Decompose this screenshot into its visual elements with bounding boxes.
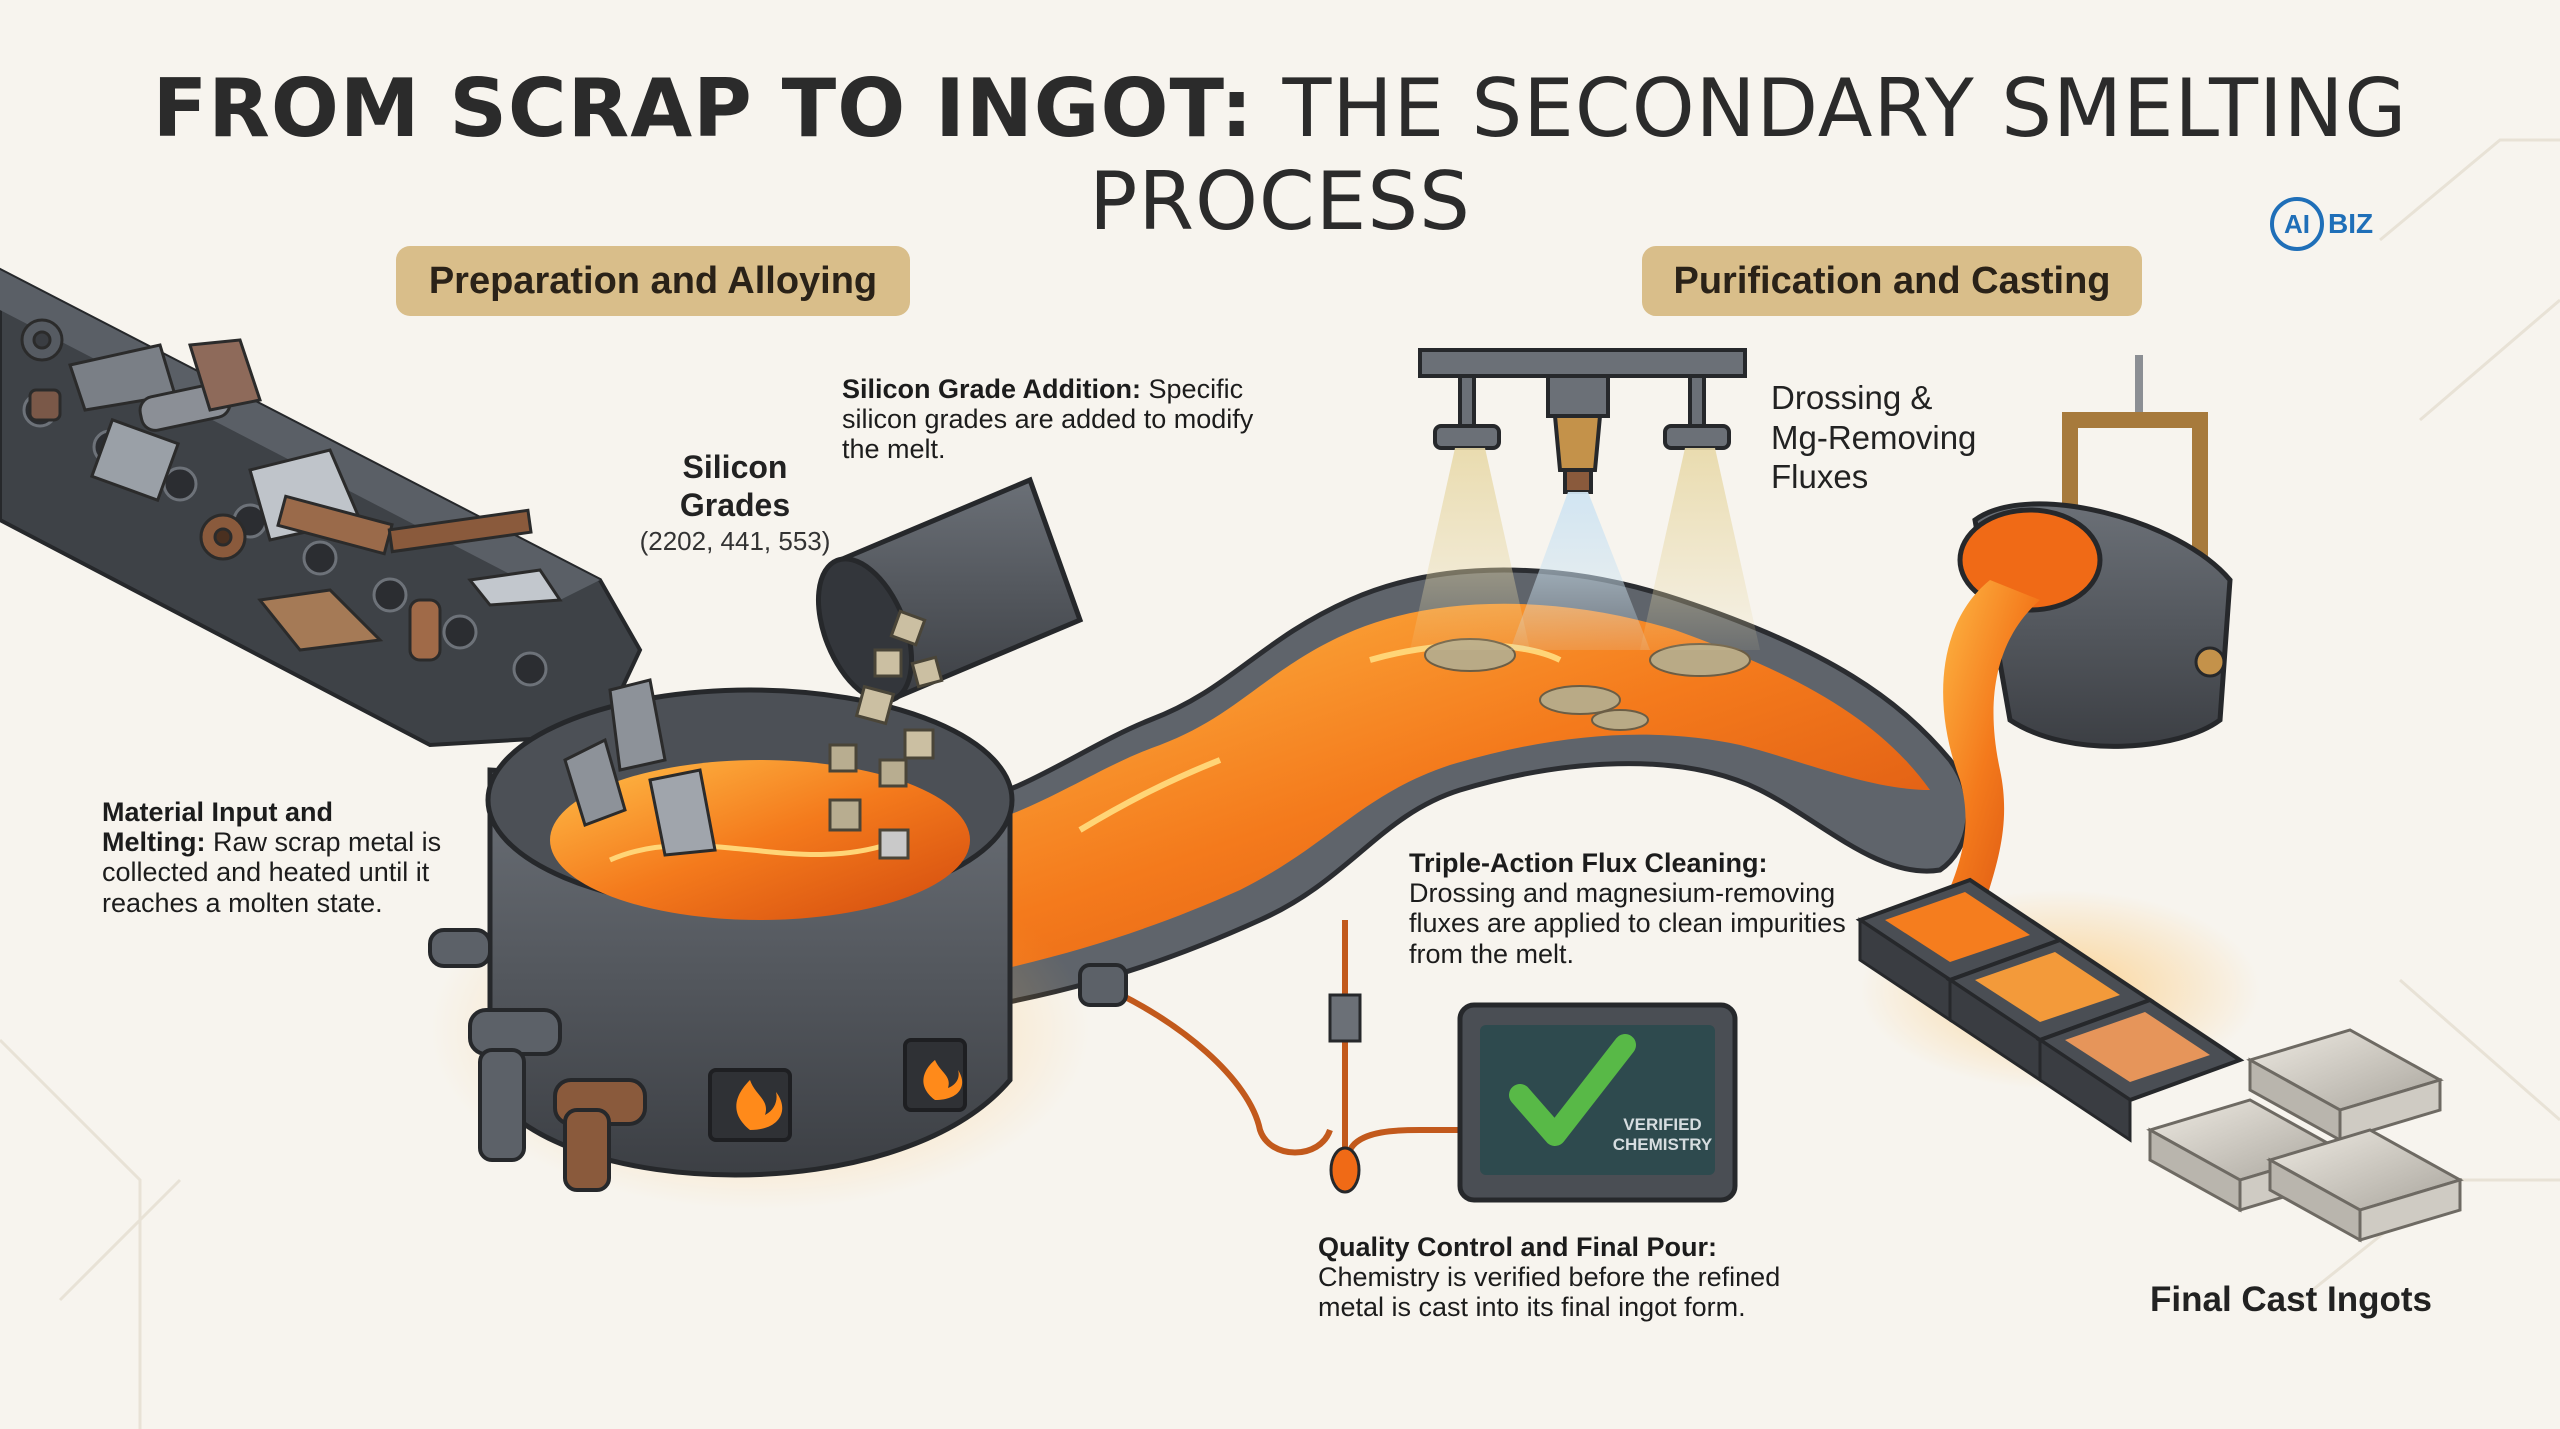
fluxes-label-line3: Fluxes xyxy=(1771,458,1869,496)
material-input-body-1: Raw scrap metal is xyxy=(213,827,442,858)
flux-cleaning-body-2: fluxes are applied to clean impurities xyxy=(1409,908,1846,939)
flux-cleaning-body-3: from the melt. xyxy=(1409,938,1575,969)
furnace xyxy=(430,687,1090,1210)
flux-dispenser-rig xyxy=(1418,348,1747,494)
monitor-line1: VERIFIED xyxy=(1623,1115,1702,1134)
fluxes-label-line2: Mg-Removing xyxy=(1771,418,1977,456)
monitor-text: VERIFIED CHEMISTRY xyxy=(1605,1115,1720,1154)
annotation-quality-control: Quality Control and Final Pour: Chemistr… xyxy=(1318,1232,1838,1323)
monitor-line2: CHEMISTRY xyxy=(1612,1134,1713,1154)
material-input-heading-2: Melting: xyxy=(102,827,206,858)
final-ingots xyxy=(2146,1028,2464,1243)
silicon-label-line2: Grades xyxy=(679,487,791,524)
silicon-addition-body-2: silicon grades are added to modify xyxy=(842,404,1254,435)
silicon-cubes xyxy=(828,609,944,860)
flux-cleaning-body-1: Drossing and magnesium-removing xyxy=(1409,878,1836,909)
flame-icon xyxy=(736,1080,783,1130)
probe-sample xyxy=(1329,1146,1361,1194)
fluxes-label: Drossing & Mg-Removing Fluxes xyxy=(1771,378,2031,497)
dross-clumps xyxy=(1424,638,1751,731)
gear-icon xyxy=(20,318,64,362)
brand-logo: AI BIZ xyxy=(2270,197,2373,251)
quality-control-heading: Quality Control and Final Pour: xyxy=(1318,1232,1718,1262)
scrap-metal-pieces xyxy=(28,338,563,662)
monitor xyxy=(1457,1002,1738,1203)
material-input-body-3: reaches a molten state. xyxy=(102,887,383,918)
material-input-body-2: collected and heated until it xyxy=(102,857,430,888)
gear-icon xyxy=(199,513,247,561)
page-title: FROM SCRAP TO INGOT: THE SECONDARY SMELT… xyxy=(0,62,2560,248)
flux-cleaning-heading: Triple-Action Flux Cleaning: xyxy=(1409,848,1768,878)
annotation-flux-cleaning: Triple-Action Flux Cleaning: Drossing an… xyxy=(1409,848,1869,969)
final-ingots-label: Final Cast Ingots xyxy=(2150,1280,2432,1319)
flame-icon xyxy=(923,1060,963,1100)
fluxes-label-line1: Drossing & xyxy=(1771,379,1933,416)
title-bold: FROM SCRAP TO INGOT: xyxy=(152,62,1254,155)
title-light: THE SECONDARY SMELTING PROCESS xyxy=(1089,62,2408,248)
molten-channel xyxy=(775,567,1971,1023)
furnace-pipes xyxy=(428,928,647,1192)
silicon-grades-list: (2202, 441, 553) xyxy=(639,526,831,556)
logo-text: BIZ xyxy=(2328,208,2374,239)
material-input-heading-1: Material Input and xyxy=(102,797,334,827)
silicon-addition-heading: Silicon Grade Addition: xyxy=(842,374,1142,404)
falling-scrap xyxy=(563,678,717,857)
probe-head xyxy=(1328,993,1362,1043)
quality-control-body-2: metal is cast into its final ingot form. xyxy=(1318,1292,1746,1323)
annotation-material-input: Material Input and Melting: Raw scrap me… xyxy=(102,797,462,918)
annotation-silicon-addition: Silicon Grade Addition: Specific silicon… xyxy=(842,374,1302,465)
silicon-label-line1: Silicon xyxy=(682,449,788,485)
logo-ring: AI xyxy=(2270,197,2324,251)
silicon-addition-body-3: the melt. xyxy=(842,434,946,465)
ladle xyxy=(1930,355,2233,940)
probe-coupler xyxy=(1078,963,1128,1007)
check-icon xyxy=(1509,1034,1636,1146)
silicon-grades-label: Silicon Grades xyxy=(615,448,855,525)
section-label-preparation: Preparation and Alloying xyxy=(396,246,910,316)
section-label-purification: Purification and Casting xyxy=(1642,246,2142,316)
quality-control-body-1: Chemistry is verified before the refined xyxy=(1318,1262,1781,1293)
flux-sprays xyxy=(1410,448,1760,650)
silicon-addition-body-1: Specific xyxy=(1148,374,1244,404)
ingot-molds xyxy=(1855,877,2260,1143)
